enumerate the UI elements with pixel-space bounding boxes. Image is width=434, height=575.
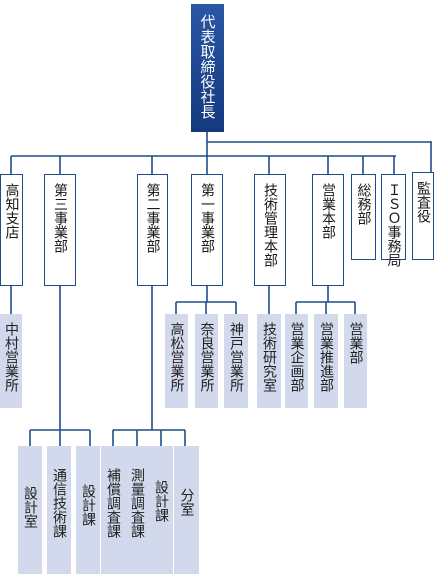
- sub-sales-department: 営業部: [344, 314, 367, 408]
- unit-third-division: 第三事業部: [44, 174, 76, 286]
- unit-label: 技術管理本部: [262, 183, 278, 267]
- sub-unit-label: 神戸営業所: [228, 322, 244, 392]
- sub-unit-label: 営業部: [347, 322, 364, 364]
- sub-unit-label: 奈良営業所: [198, 322, 215, 392]
- second-division-design-section: 設計課: [149, 446, 173, 574]
- unit-auditor: 監査役: [412, 172, 434, 260]
- second-division-unit-label: 補償調査課: [105, 468, 121, 538]
- sub-sales-planning: 営業企画部: [285, 314, 308, 408]
- unit-label: 第一事業部: [199, 183, 215, 253]
- second-division-branch-room: 分室: [174, 446, 199, 574]
- unit-label: 総務部: [355, 183, 372, 225]
- second-division-surveying: 測量調査課: [125, 446, 149, 574]
- third-division-unit-label: 設計室: [22, 486, 38, 528]
- sub-unit-label: 高松営業所: [168, 322, 185, 392]
- third-division-design-section: 設計課: [76, 446, 100, 574]
- unit-sales-headquarters: 営業本部: [312, 174, 344, 286]
- unit-label: 営業本部: [320, 183, 336, 239]
- unit-label: 監査役: [415, 181, 431, 223]
- unit-label: 第二事業部: [144, 183, 161, 253]
- sub-unit-label: 営業企画部: [288, 322, 305, 392]
- second-division-unit-label: 設計課: [153, 480, 169, 522]
- second-division-compensation-survey: 補償調査課: [101, 446, 125, 574]
- sub-kobe-office: 神戸営業所: [224, 314, 248, 408]
- third-division-communication-tech: 通信技術課: [47, 446, 71, 574]
- unit-second-division: 第二事業部: [137, 174, 168, 286]
- second-division-unit-label: 測量調査課: [129, 468, 145, 538]
- unit-kochi-branch: 高知支店: [0, 174, 23, 286]
- third-division-design-room: 設計室: [18, 446, 42, 574]
- unit-first-division: 第一事業部: [191, 174, 223, 286]
- unit-label: 第三事業部: [52, 183, 68, 253]
- ceo-box: 代表取締役社長: [191, 4, 224, 132]
- sub-technical-research-lab: 技術研究室: [257, 314, 281, 408]
- third-division-unit-label: 通信技術課: [51, 468, 67, 538]
- unit-technical-management: 技術管理本部: [254, 174, 286, 286]
- sub-unit-label: 技術研究室: [261, 322, 277, 392]
- sub-nakamura-office: 中村営業所: [0, 314, 22, 408]
- sub-unit-label: 営業推進部: [318, 322, 334, 392]
- unit-label: 高知支店: [3, 183, 20, 239]
- unit-general-affairs: 総務部: [351, 174, 376, 260]
- sub-nara-office: 奈良営業所: [195, 314, 218, 408]
- unit-iso-office: ＩＳＯ事務局: [381, 174, 406, 267]
- ceo-label: 代表取締役社長: [198, 14, 217, 119]
- unit-label: ＩＳＯ事務局: [385, 183, 402, 267]
- sub-sales-promotion: 営業推進部: [314, 314, 338, 408]
- sub-takamatsu-office: 高松営業所: [165, 314, 188, 408]
- third-division-unit-label: 設計課: [80, 484, 96, 526]
- second-division-unit-label: 分室: [178, 488, 195, 516]
- sub-unit-label: 中村営業所: [3, 322, 19, 392]
